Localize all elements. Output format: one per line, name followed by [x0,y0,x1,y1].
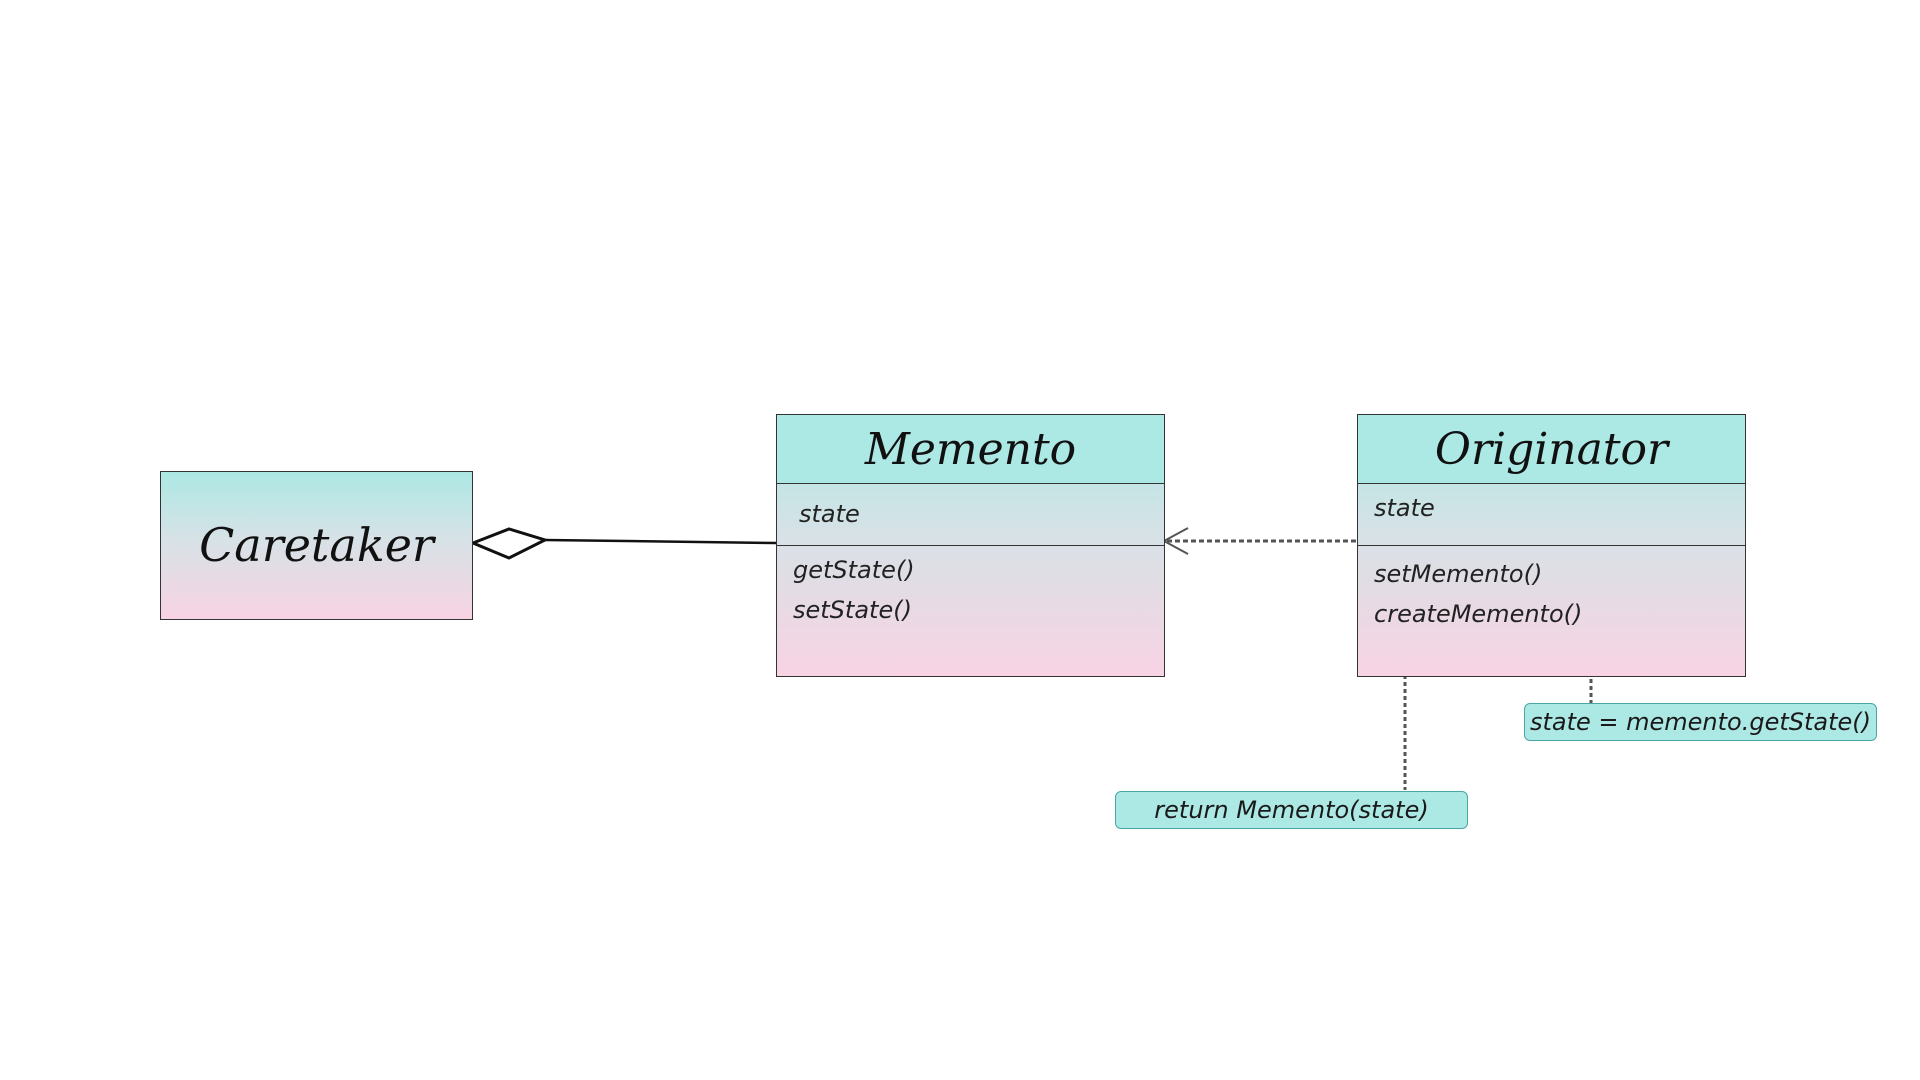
originator-class[interactable]: Originator state setMemento() createMeme… [1357,414,1746,677]
note-set-memento: state = memento.getState() [1524,703,1877,741]
dependency-arrowhead [1161,527,1189,555]
memento-method-setstate: setState() [793,596,912,624]
aggregation-line [544,538,777,545]
originator-class-name: Originator [1358,415,1745,483]
memento-methods: getState() setState() [777,545,1164,675]
caretaker-class[interactable]: Caretaker [160,471,473,620]
originator-attributes: state [1358,483,1745,545]
originator-attribute-state: state [1374,494,1435,522]
aggregation-diamond [468,527,550,560]
caretaker-class-name: Caretaker [199,518,434,572]
originator-methods: setMemento() createMemento() [1358,545,1745,675]
originator-method-setmemento: setMemento() [1374,560,1543,588]
memento-attribute-state: state [799,500,860,528]
originator-method-creatememento: createMemento() [1374,600,1583,628]
memento-class[interactable]: Memento state getState() setState() [776,414,1165,677]
memento-class-name: Memento [777,415,1164,483]
note-create-memento: return Memento(state) [1115,791,1468,829]
memento-method-getstate: getState() [793,556,915,584]
memento-attributes: state [777,483,1164,545]
